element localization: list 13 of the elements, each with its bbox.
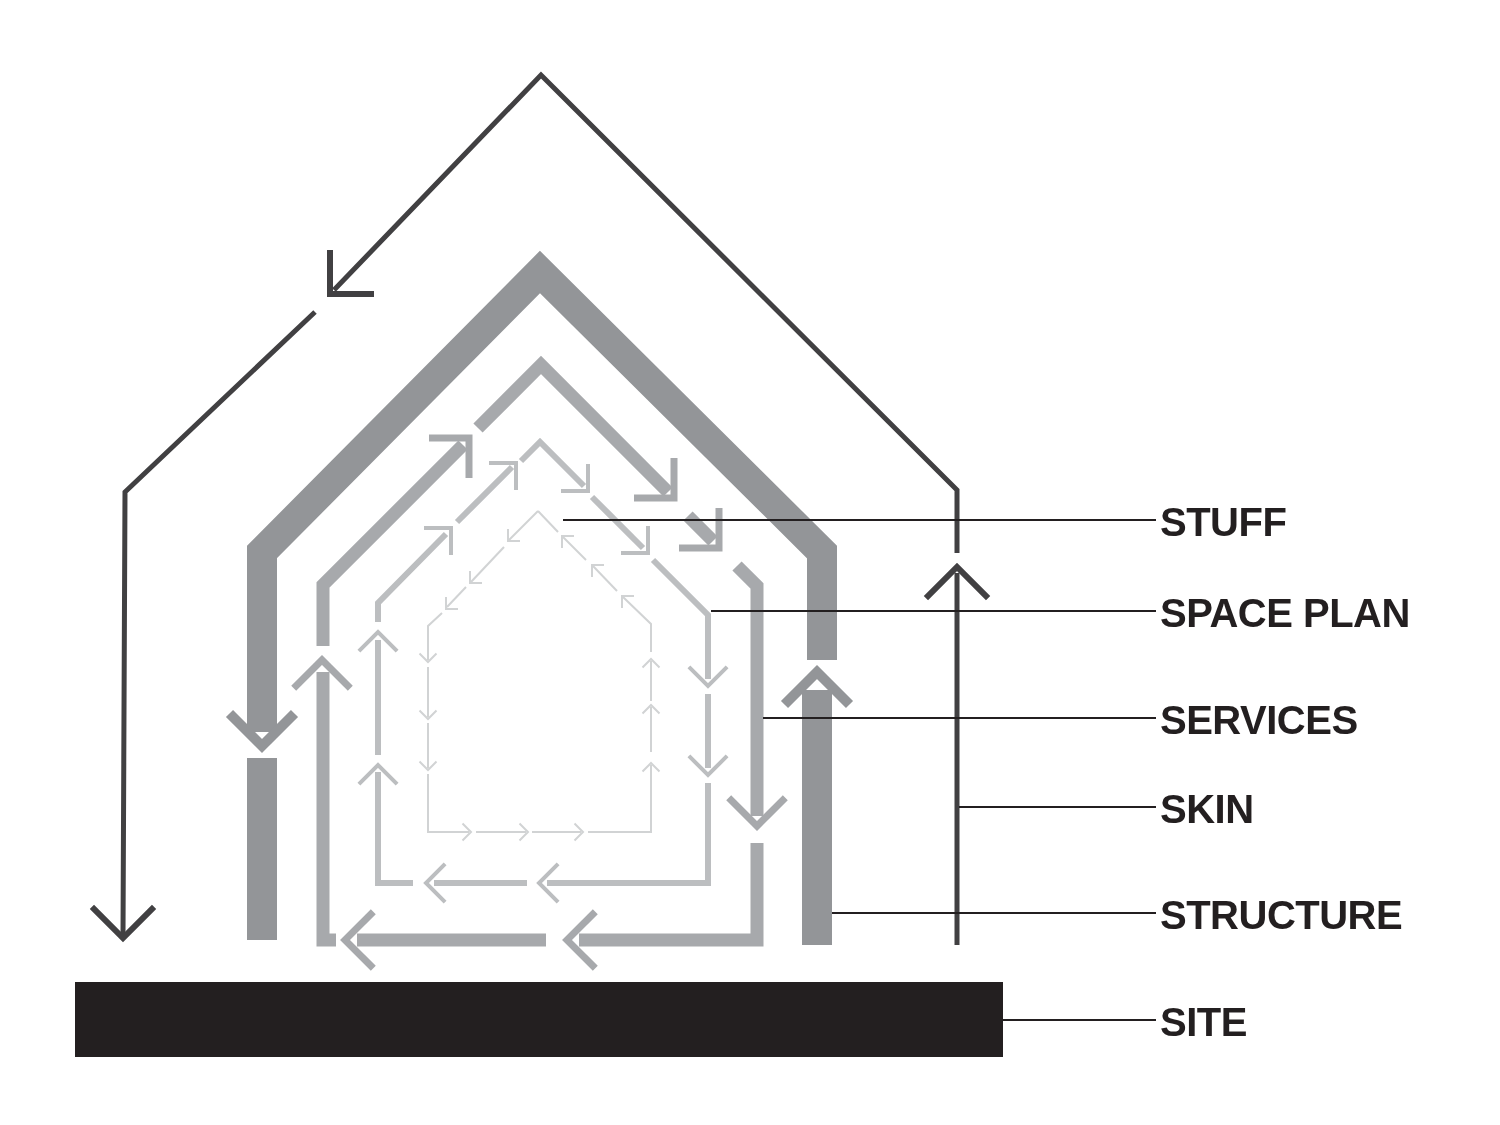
leader-line <box>710 610 1157 612</box>
leader-line <box>958 806 1157 808</box>
layer-label: STRUCTURE <box>1160 894 1403 936</box>
layer-label: SERVICES <box>1160 699 1358 741</box>
layer-label: SITE <box>1160 1001 1247 1043</box>
leader-line <box>831 912 1157 914</box>
layer-label: STUFF <box>1160 501 1287 543</box>
leader-line <box>562 519 1157 521</box>
house-arrow-loop <box>89 71 991 945</box>
layer-label: SKIN <box>1160 788 1254 830</box>
leader-line <box>1002 1019 1157 1021</box>
layer-label: SPACE PLAN <box>1160 592 1410 634</box>
ground-bar <box>75 982 1003 1057</box>
